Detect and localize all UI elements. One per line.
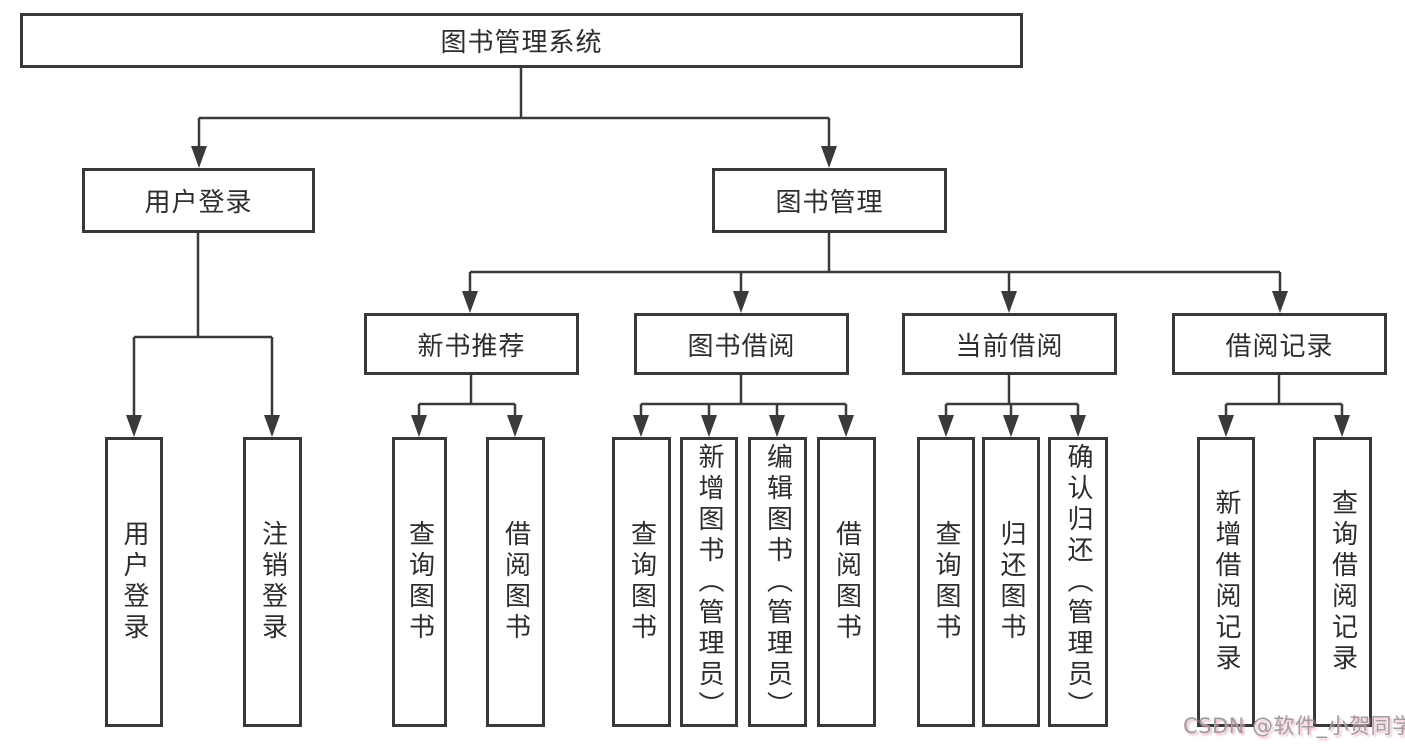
leaf-recommend-query-book: 查询图书 <box>392 437 447 727</box>
node-user-login: 用户登录 <box>82 168 315 233</box>
leaf-recommend-query-book-label: 查询图书 <box>404 520 435 644</box>
leaf-borrow-borrow-book: 借阅图书 <box>817 437 876 727</box>
leaf-current-confirm-return-label: 确认归还（管理员） <box>1063 442 1093 722</box>
leaf-borrow-edit-book: 编辑图书（管理员） <box>748 437 807 727</box>
leaf-borrow-borrow-book-label: 借阅图书 <box>831 520 862 644</box>
leaf-user-login-label: 用户登录 <box>119 520 149 644</box>
leaf-recommend-borrow-book: 借阅图书 <box>486 437 545 727</box>
leaf-borrow-add-book-label: 新增图书（管理员） <box>694 442 724 722</box>
leaf-borrow-query-book: 查询图书 <box>612 437 671 727</box>
leaf-record-add-record: 新增借阅记录 <box>1197 437 1255 727</box>
leaf-record-query-record: 查询借阅记录 <box>1313 437 1372 727</box>
leaf-recommend-borrow-book-label: 借阅图书 <box>500 520 531 644</box>
leaf-borrow-edit-book-label: 编辑图书（管理员） <box>762 442 793 722</box>
node-book-borrow: 图书借阅 <box>634 313 849 375</box>
leaf-current-query-book: 查询图书 <box>917 437 975 727</box>
node-new-book-recommend: 新书推荐 <box>364 313 579 375</box>
leaf-user-login: 用户登录 <box>105 437 163 727</box>
leaf-logout: 注销登录 <box>243 437 302 727</box>
leaf-current-return-book-label: 归还图书 <box>996 520 1026 644</box>
leaf-current-query-book-label: 查询图书 <box>931 520 961 644</box>
leaf-borrow-add-book: 新增图书（管理员） <box>680 437 738 727</box>
node-root: 图书管理系统 <box>20 13 1023 68</box>
leaf-record-add-record-label: 新增借阅记录 <box>1211 489 1241 675</box>
leaf-current-return-book: 归还图书 <box>982 437 1040 727</box>
node-book-management: 图书管理 <box>712 168 947 233</box>
watermark: CSDN @软件_小贺同学 <box>1183 714 1405 738</box>
leaf-current-confirm-return: 确认归还（管理员） <box>1048 437 1108 727</box>
leaf-record-query-record-label: 查询借阅记录 <box>1327 489 1358 675</box>
leaf-logout-label: 注销登录 <box>257 520 288 644</box>
leaf-borrow-query-book-label: 查询图书 <box>626 520 657 644</box>
node-current-borrow: 当前借阅 <box>902 313 1117 375</box>
node-borrow-record: 借阅记录 <box>1172 313 1387 375</box>
